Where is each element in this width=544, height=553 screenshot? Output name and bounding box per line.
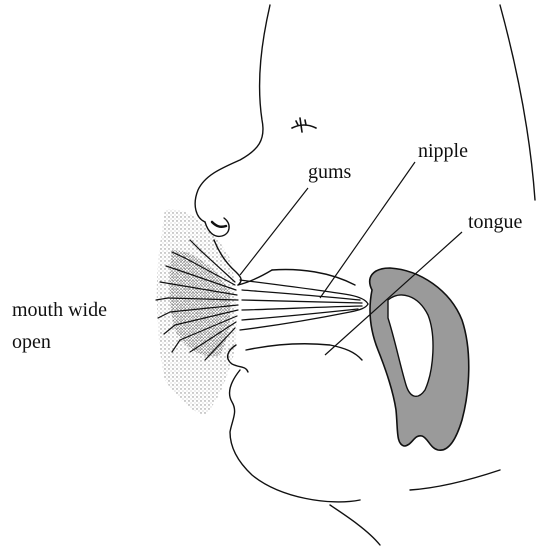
label-open: open	[12, 331, 51, 353]
tongue-shape	[370, 268, 469, 450]
nipple-shape	[240, 280, 368, 330]
label-mouth-wide: mouth wide	[12, 299, 107, 321]
baby-face-outline	[195, 5, 535, 545]
label-tongue: tongue	[468, 211, 523, 233]
label-nipple: nipple	[418, 140, 468, 162]
label-gums: gums	[308, 161, 352, 183]
baby-eye	[292, 118, 316, 132]
baby-nostril	[212, 222, 226, 227]
